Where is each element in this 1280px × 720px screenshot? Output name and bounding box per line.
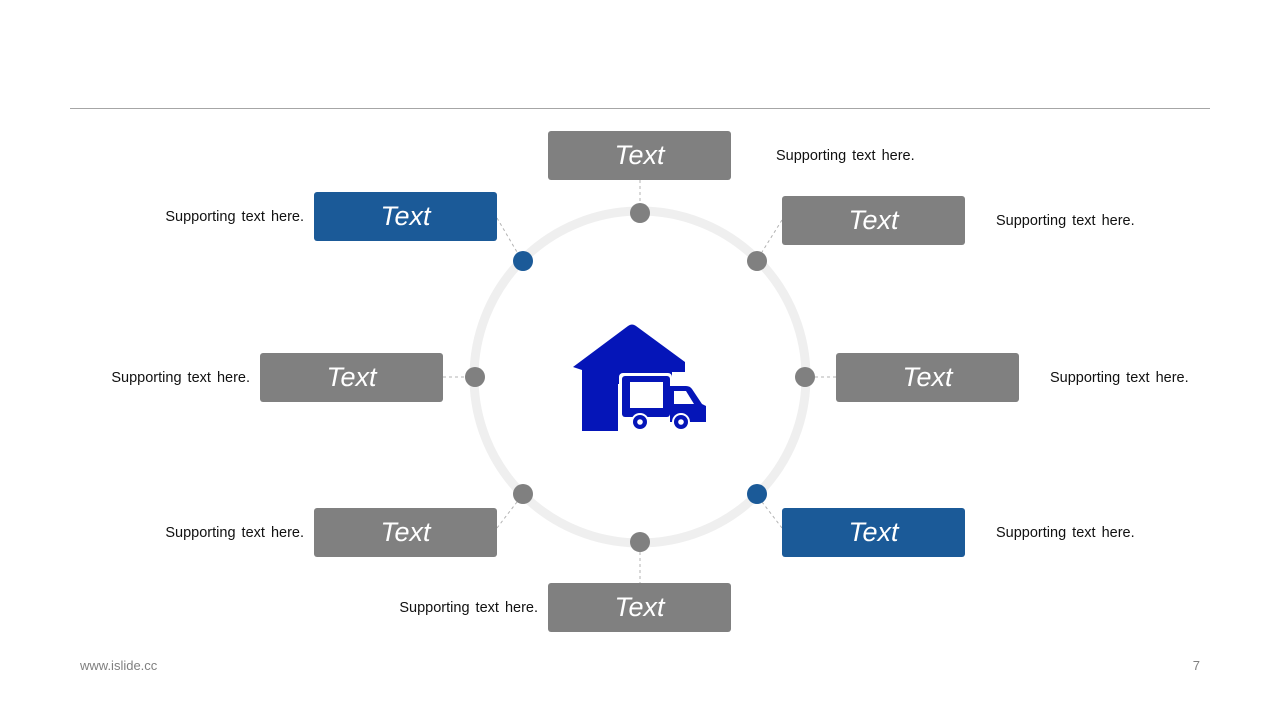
warehouse-truck-icon bbox=[573, 324, 706, 431]
node-bottom-left bbox=[513, 484, 533, 504]
supporting-text-right: Supporting text here. bbox=[1050, 370, 1189, 386]
label-box-right: Text bbox=[836, 353, 1019, 402]
supporting-text-top-right: Supporting text here. bbox=[996, 213, 1135, 229]
node-left bbox=[465, 367, 485, 387]
node-right bbox=[795, 367, 815, 387]
supporting-text-bottom-left: Supporting text here. bbox=[165, 525, 304, 541]
node-bottom-right bbox=[747, 484, 767, 504]
node-top-left bbox=[513, 251, 533, 271]
supporting-text-top-left: Supporting text here. bbox=[165, 209, 304, 225]
leader-lines bbox=[443, 180, 836, 583]
label-box-left: Text bbox=[260, 353, 443, 402]
supporting-text-top: Supporting text here. bbox=[776, 148, 915, 164]
footer-url: www.islide.cc bbox=[80, 658, 158, 673]
supporting-text-left: Supporting text here. bbox=[111, 370, 250, 386]
header-divider bbox=[70, 108, 1210, 109]
node-top bbox=[630, 203, 650, 223]
supporting-text-bottom-right: Supporting text here. bbox=[996, 525, 1135, 541]
label-box-top-left: Text bbox=[314, 192, 497, 241]
label-box-top: Text bbox=[548, 131, 731, 180]
supporting-text-bottom: Supporting text here. bbox=[399, 600, 538, 616]
page-number: 7 bbox=[1192, 658, 1200, 673]
leader-line-bottom-left bbox=[496, 501, 518, 529]
node-bottom bbox=[630, 532, 650, 552]
leader-line-top-right bbox=[761, 219, 783, 253]
leader-line-top-left bbox=[496, 217, 518, 253]
label-box-bottom-right: Text bbox=[782, 508, 965, 557]
node-top-right bbox=[747, 251, 767, 271]
label-box-bottom-left: Text bbox=[314, 508, 497, 557]
label-box-bottom: Text bbox=[548, 583, 731, 632]
label-box-top-right: Text bbox=[782, 196, 965, 245]
leader-line-bottom-right bbox=[761, 501, 783, 529]
